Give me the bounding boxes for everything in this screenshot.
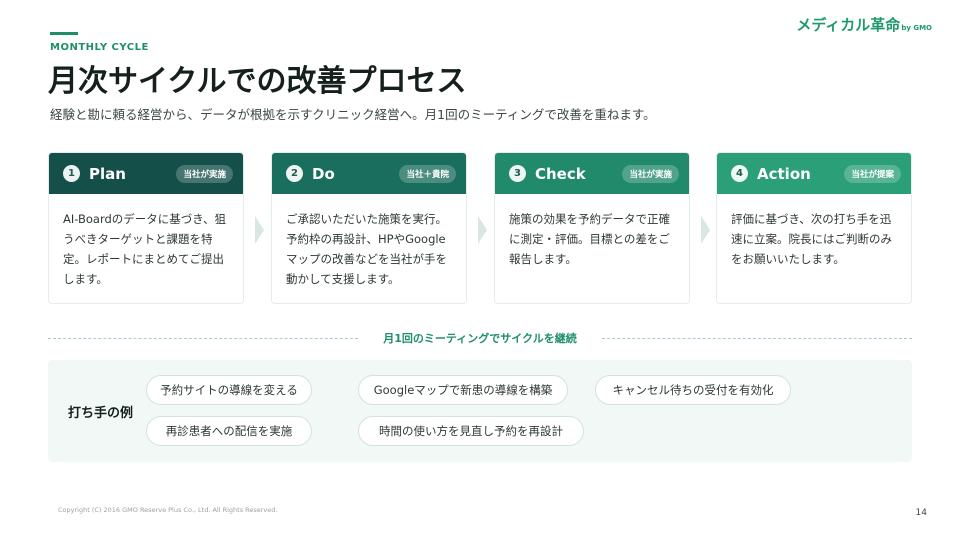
step-owner-badge: 当社が提案 [844, 164, 901, 183]
step-description: 施策の効果を予約データで正確に測定・評価。目標との差をご報告します。 [509, 212, 670, 266]
accent-line [50, 32, 78, 35]
step-header: 4 Action 当社が提案 [717, 153, 911, 194]
step-number: 3 [509, 165, 526, 182]
step-name: Check [535, 164, 586, 183]
examples-panel: 打ち手の例 予約サイトの導線を変える Googleマップで新患の導線を構築 キャ… [48, 360, 912, 462]
step-owner-badge: 当社が実施 [622, 164, 679, 183]
chevron-right-icon [478, 216, 487, 244]
step-number: 4 [731, 165, 748, 182]
dashed-divider-right [602, 338, 912, 339]
cycle-label-text: 月1回のミーティングでサイクルを継続 [373, 332, 587, 345]
step-number: 1 [63, 165, 80, 182]
example-tag: Googleマップで新患の導線を構築 [358, 375, 568, 405]
step-owner-badge: 当社＋貴院 [399, 164, 456, 183]
examples-label: 打ち手の例 [68, 406, 134, 421]
step-name: Do [312, 164, 335, 183]
example-tag: キャンセル待ちの受付を有効化 [595, 375, 791, 405]
step-card-check: 3 Check 当社が実施 施策の効果を予約データで正確に測定・評価。目標との差… [494, 152, 690, 304]
step-card-do: 2 Do 当社＋貴院 ご承認いただいた施策を実行。予約枠の再設計、HPやGoog… [271, 152, 467, 304]
logo-main-text: メディカル革命 [796, 16, 901, 34]
cycle-divider: 月1回のミーティングでサイクルを継続 [48, 330, 912, 346]
step-header: 2 Do 当社＋貴院 [272, 153, 466, 194]
logo-sub-text: by GMO [901, 24, 932, 32]
step-name: Plan [89, 164, 126, 183]
step-description: ご承認いただいた施策を実行。予約枠の再設計、HPやGoogleマップの改善などを… [286, 212, 447, 286]
dashed-divider-left [48, 338, 358, 339]
copyright-text: Copyright (C) 2016 GMO Reserve Plus Co.,… [58, 506, 278, 514]
cycle-label: 月1回のミーティングでサイクルを継続 [48, 330, 912, 346]
example-tag: 予約サイトの導線を変える [146, 375, 312, 405]
page-title: 月次サイクルでの改善プロセス [48, 64, 467, 99]
step-header: 1 Plan 当社が実施 [49, 153, 243, 194]
example-tag: 再診患者への配信を実施 [146, 416, 312, 446]
page-subtitle: 経験と勘に頼る経営から、データが根拠を示すクリニック経営へ。月1回のミーティング… [50, 107, 656, 122]
step-name: Action [757, 164, 811, 183]
step-number: 2 [286, 165, 303, 182]
step-description: 評価に基づき、次の打ち手を迅速に立案。院長にはご判断のみをお願いいたします。 [731, 212, 892, 266]
example-tag: 時間の使い方を見直し予約を再設計 [358, 416, 584, 446]
step-owner-badge: 当社が実施 [176, 164, 233, 183]
step-description: AI-Boardのデータに基づき、狙うべきターゲットと課題を特定。レポートにまと… [63, 212, 226, 286]
step-header: 3 Check 当社が実施 [495, 153, 689, 194]
chevron-right-icon [255, 216, 264, 244]
page-number: 14 [915, 508, 927, 518]
chevron-right-icon [701, 216, 710, 244]
brand-logo: メディカル革命 by GMO [796, 14, 932, 35]
pdca-cycle-cards: 1 Plan 当社が実施 AI-Boardのデータに基づき、狙うべきターゲットと… [48, 152, 912, 304]
step-card-plan: 1 Plan 当社が実施 AI-Boardのデータに基づき、狙うべきターゲットと… [48, 152, 244, 304]
section-eyebrow: MONTHLY CYCLE [50, 42, 149, 53]
step-card-action: 4 Action 当社が提案 評価に基づき、次の打ち手を迅速に立案。院長にはご判… [716, 152, 912, 304]
